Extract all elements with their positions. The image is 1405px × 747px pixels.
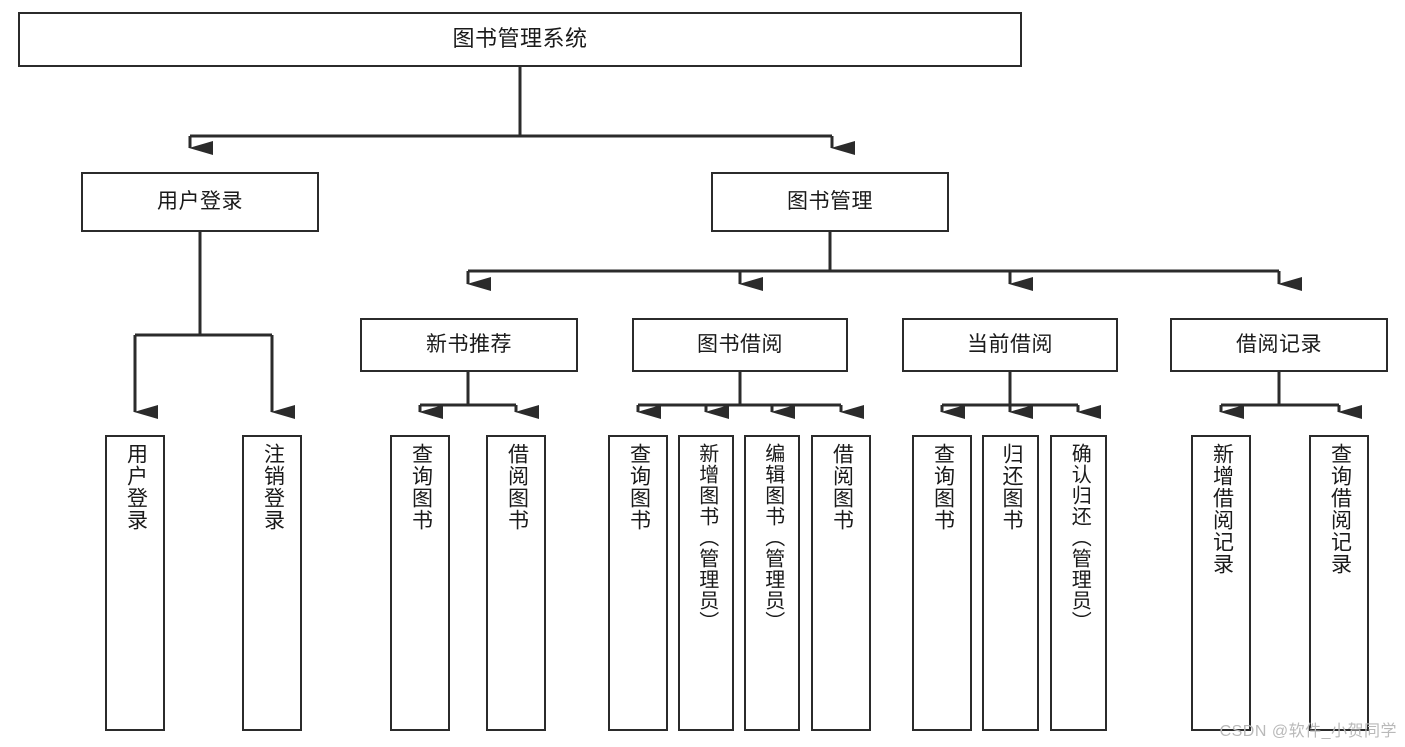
leaf-user-login-login[interactable]: 用户登录 — [105, 435, 165, 731]
leaf-current-borrow-query[interactable]: 查询图书 — [912, 435, 972, 731]
node-label: 编辑图书（管理员） — [761, 443, 784, 632]
node-label: 查询图书 — [931, 443, 955, 531]
node-borrow-record[interactable]: 借阅记录 — [1170, 318, 1388, 372]
node-label: 借阅图书 — [505, 443, 529, 531]
node-label: 用户登录 — [124, 443, 148, 531]
node-label: 查询图书 — [627, 443, 651, 531]
node-label: 新书推荐 — [426, 333, 512, 357]
leaf-user-login-logout[interactable]: 注销登录 — [242, 435, 302, 731]
node-label: 当前借阅 — [967, 333, 1053, 357]
node-label: 用户登录 — [157, 190, 243, 214]
leaf-new-book-query[interactable]: 查询图书 — [390, 435, 450, 731]
leaf-new-book-borrow[interactable]: 借阅图书 — [486, 435, 546, 731]
node-label: 图书借阅 — [697, 333, 783, 357]
watermark: CSDN @软件_小贺同学 — [1219, 723, 1397, 740]
leaf-book-borrow-edit[interactable]: 编辑图书（管理员） — [744, 435, 800, 731]
node-label: 图书管理 — [787, 190, 873, 214]
node-label: 新增借阅记录 — [1210, 443, 1234, 575]
node-label: 查询图书 — [409, 443, 433, 531]
leaf-borrow-record-query[interactable]: 查询借阅记录 — [1309, 435, 1369, 731]
leaf-borrow-record-add[interactable]: 新增借阅记录 — [1191, 435, 1251, 731]
node-label: 注销登录 — [261, 443, 285, 531]
node-root-system[interactable]: 图书管理系统 — [18, 12, 1022, 67]
node-label: 归还图书 — [999, 443, 1023, 531]
node-label: 确认归还（管理员） — [1068, 443, 1091, 632]
node-book-borrow[interactable]: 图书借阅 — [632, 318, 848, 372]
leaf-book-borrow-add[interactable]: 新增图书（管理员） — [678, 435, 734, 731]
node-label: 图书管理系统 — [452, 26, 588, 52]
node-label: 借阅记录 — [1236, 333, 1322, 357]
node-new-book-recommend[interactable]: 新书推荐 — [360, 318, 578, 372]
node-book-management[interactable]: 图书管理 — [711, 172, 949, 232]
leaf-current-borrow-return[interactable]: 归还图书 — [982, 435, 1039, 731]
leaf-current-borrow-confirm-return[interactable]: 确认归还（管理员） — [1050, 435, 1107, 731]
node-current-borrow[interactable]: 当前借阅 — [902, 318, 1118, 372]
node-label: 借阅图书 — [830, 443, 854, 531]
node-user-login[interactable]: 用户登录 — [81, 172, 319, 232]
node-label: 查询借阅记录 — [1328, 443, 1352, 575]
leaf-book-borrow-query[interactable]: 查询图书 — [608, 435, 668, 731]
leaf-book-borrow-borrow[interactable]: 借阅图书 — [811, 435, 871, 731]
node-label: 新增图书（管理员） — [695, 443, 718, 632]
